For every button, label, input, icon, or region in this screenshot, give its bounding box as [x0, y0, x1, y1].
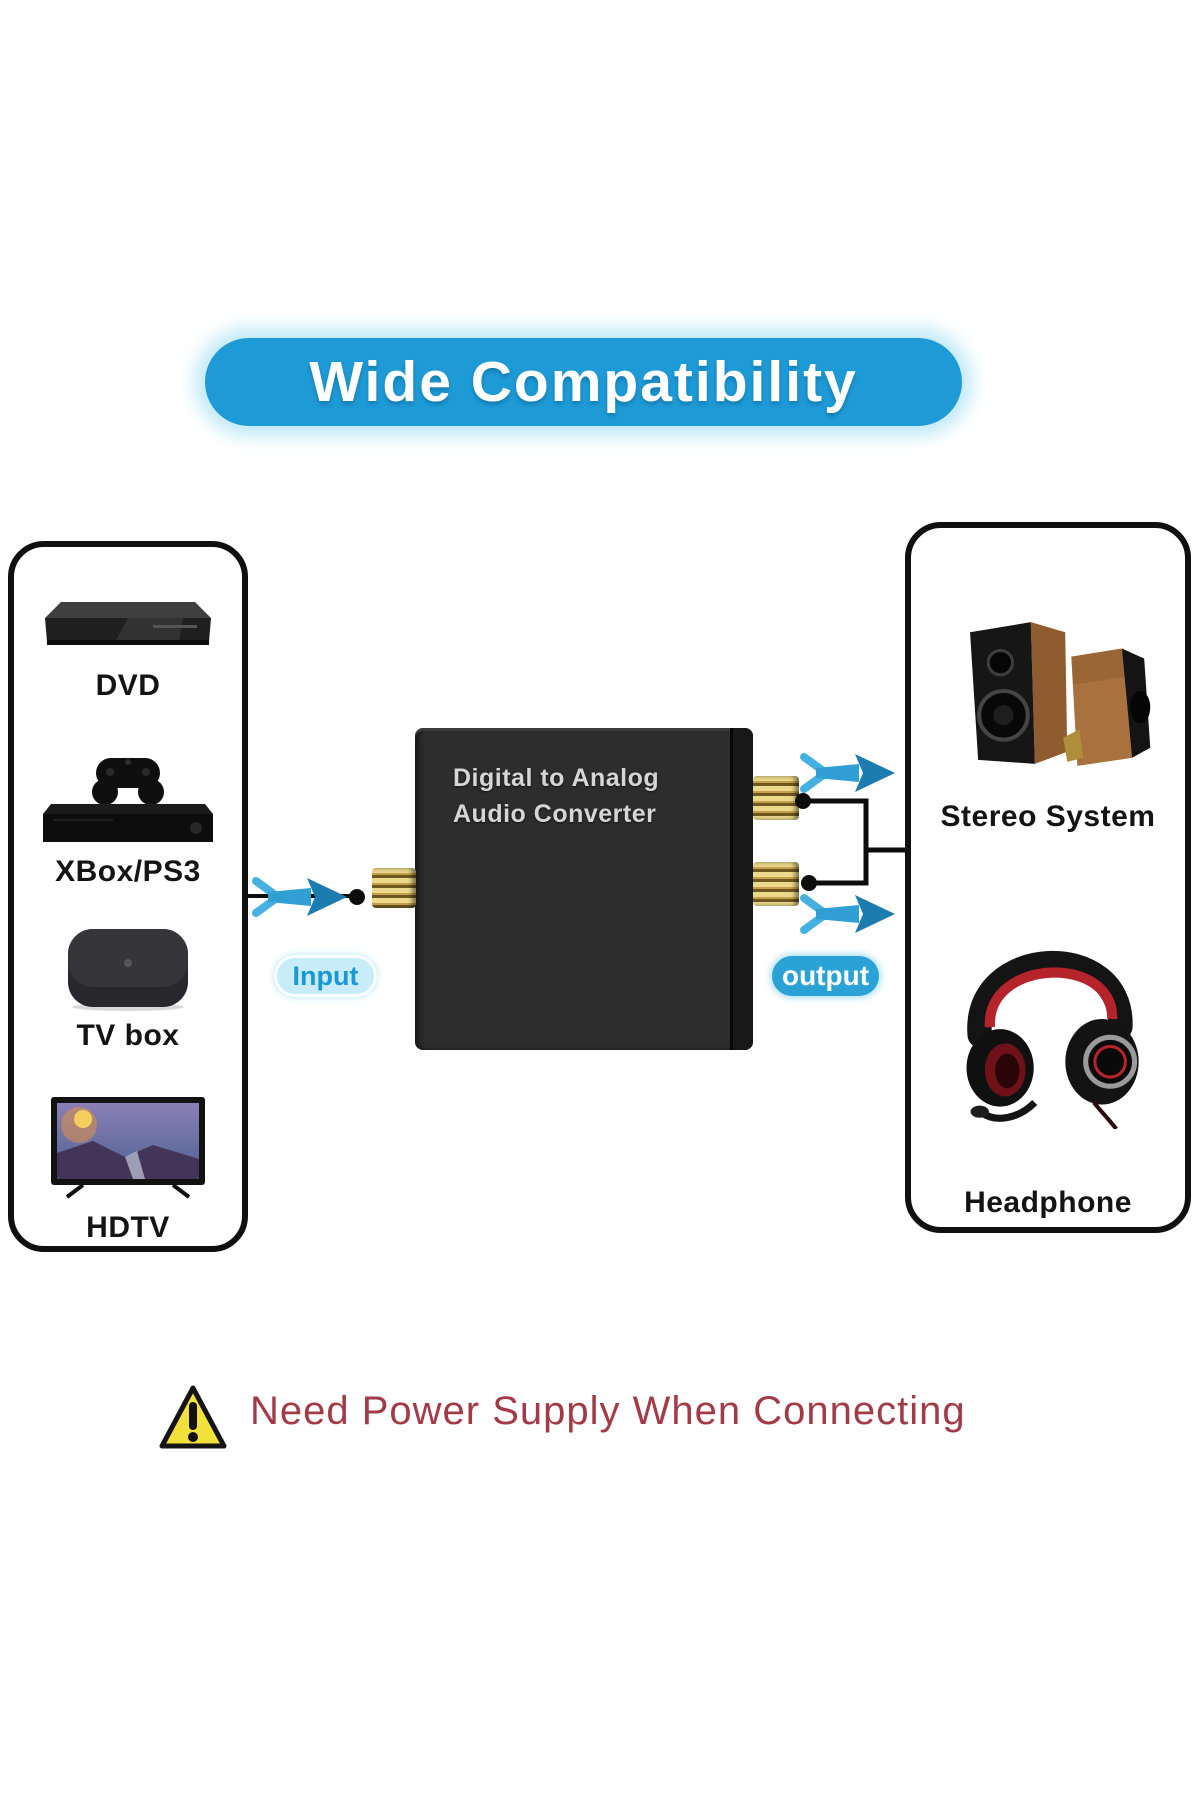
sources-label-tv-box: TV box: [76, 1019, 180, 1052]
outputs-label-stereo-system: Stereo System: [940, 800, 1156, 833]
outputs-panel: Stereo System Headphone: [905, 522, 1191, 1233]
sources-label-xbox-ps3: XBox/PS3: [55, 855, 201, 888]
tv-box-icon: [14, 925, 242, 1013]
converter-title: Digital to Analog Audio Converter: [453, 760, 659, 832]
converter-title-line2: Audio Converter: [453, 800, 657, 828]
dac-converter-box: Digital to Analog Audio Converter: [415, 728, 753, 1050]
input-badge: Input: [277, 958, 374, 994]
sources-panel: DVD XBox/PS3 TV: [8, 541, 248, 1252]
output-badge-label: output: [781, 960, 870, 991]
converter-side-panel: [730, 728, 753, 1050]
warning-text: Need Power Supply When Connecting: [250, 1388, 966, 1433]
output-arrow-top-icon: [804, 754, 895, 792]
hdtv-icon: [14, 1095, 242, 1199]
input-badge-label: Input: [292, 960, 359, 991]
input-plug-dot: [349, 889, 365, 905]
banner: Wide Compatibility: [205, 338, 962, 426]
output-plug-dot-bottom: [801, 875, 817, 891]
banner-title: Wide Compatibility: [309, 350, 858, 414]
game-console-icon: [14, 752, 242, 848]
input-arrow-icon: [256, 878, 347, 916]
output-arrow-bottom-icon: [804, 895, 895, 933]
warning-row: Need Power Supply When Connecting: [158, 1382, 966, 1454]
output-wire-bottom: [809, 851, 869, 886]
rca-connector-output-bottom-icon: [753, 862, 799, 906]
rca-connector-input-icon: [372, 868, 416, 908]
rca-connector-output-top-icon: [753, 776, 799, 820]
stereo-speakers-icon: [911, 610, 1185, 772]
sources-label-hdtv: HDTV: [86, 1211, 170, 1244]
headphone-icon: [911, 913, 1185, 1129]
output-badge: output: [772, 956, 879, 996]
sources-label-dvd: DVD: [95, 669, 161, 702]
outputs-label-headphone: Headphone: [964, 1186, 1132, 1219]
dvd-player-icon: [14, 592, 242, 654]
output-wire-top: [803, 798, 905, 853]
converter-title-line1: Digital to Analog: [453, 764, 660, 792]
warning-triangle-icon: [159, 1385, 227, 1449]
